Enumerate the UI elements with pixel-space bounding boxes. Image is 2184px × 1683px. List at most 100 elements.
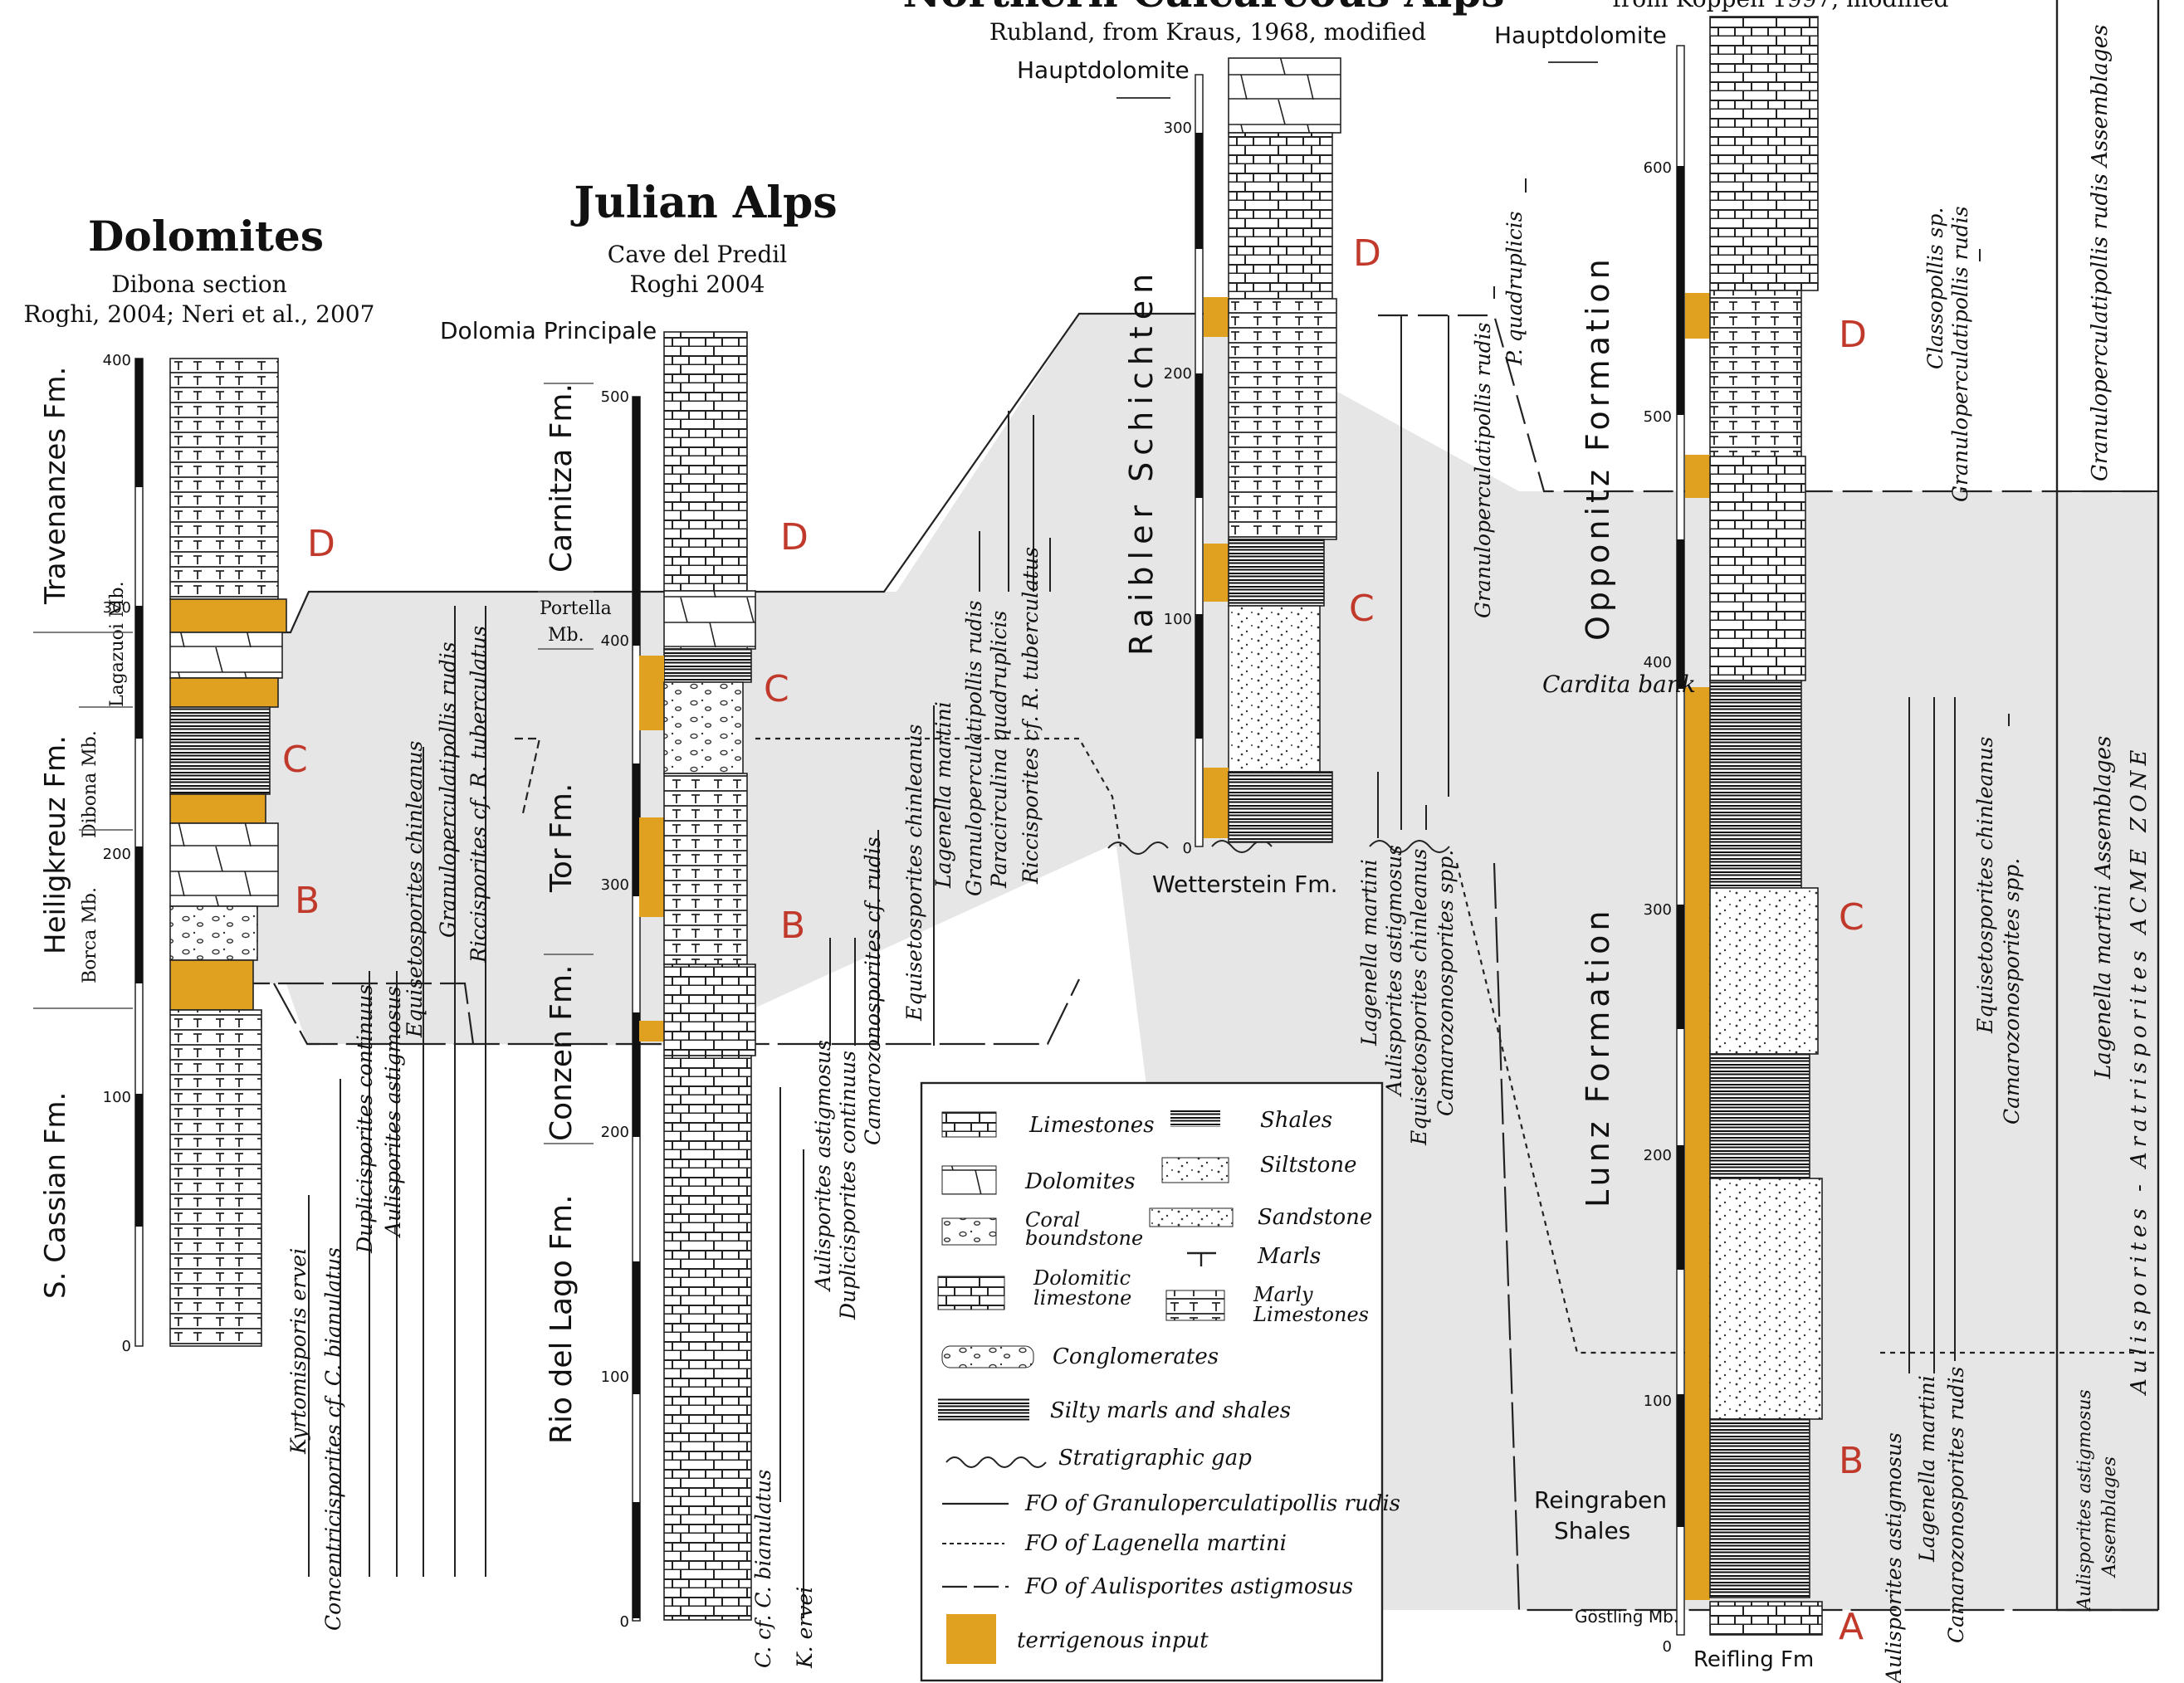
legend-marl-swatch <box>1187 1251 1216 1266</box>
dolomites-taxon-6: Granuloperculatipollis rudis <box>436 641 460 938</box>
lunz-opponitz-label: Opponitz Formation <box>1580 255 1616 641</box>
northern-taxon-low-1: Lagenella martini <box>1357 859 1381 1046</box>
dolomites-taxon-5: Equisetosporites chinleanus <box>403 741 427 1038</box>
zone-middle-label: Lagenella martini Assemblages <box>2091 736 2116 1080</box>
legend-gap-swatch <box>945 1456 1047 1468</box>
legend-coral-1: Coral <box>1025 1208 1080 1232</box>
northern-interval-c: C <box>1349 588 1375 630</box>
julian-taxon-8: Riccisporites cf. R. tuberculatus <box>1019 547 1043 885</box>
dolomites-taxon-4: Aulisporites astigmosus <box>381 986 405 1238</box>
section-dolomites: Dolomites Dibona section Roghi, 2004; Ne… <box>24 212 491 1631</box>
legend-siltstone-swatch <box>1161 1157 1229 1183</box>
legend-marls: Marls <box>1257 1244 1321 1269</box>
lunz-taxon-mid-1: Equisetosporites chinleanus <box>1973 737 1997 1034</box>
julian-scale-100: 100 <box>601 1368 629 1386</box>
dolomites-interval-d: D <box>307 523 335 565</box>
lunz-scale-300: 300 <box>1644 901 1672 919</box>
dolomites-interval-b: B <box>295 880 320 922</box>
dolomites-dibona-label: Dibona Mb. <box>80 730 100 838</box>
julian-carnitza-label: Carnitza Fm. <box>545 383 579 573</box>
dolomites-scale-200: 200 <box>103 846 131 863</box>
northern-wetterstein-label: Wetterstein Fm. <box>1152 871 1337 898</box>
lunz-taxon-top-1: Classopollis sp. <box>1923 207 1947 369</box>
dolomites-borca-label: Borca Mb. <box>80 887 100 983</box>
zone-lower-label-2: Assemblages <box>2099 1456 2120 1578</box>
legend-dolomitic-1: Dolomitic <box>1033 1266 1131 1290</box>
lunz-cardita-label: Cardita bank <box>1542 671 1696 698</box>
northern-scale-100: 100 <box>1164 611 1192 628</box>
northern-taxon-high-2: P. quadruplicis <box>1502 211 1527 366</box>
legend-fo-astigmosus: FO of Aulisporites astigmosus <box>1024 1574 1353 1599</box>
lunz-reingraben-label-1: Reingraben <box>1534 1486 1667 1514</box>
julian-taxon-6: Granuloperculatipollis rudis <box>962 600 986 896</box>
northern-taxon-low-4: Camarozonosporites spp. <box>1434 850 1458 1116</box>
julian-taxon-4: Equisetosporites chinleanus <box>902 724 926 1022</box>
northern-taxon-low-2: Aulisporites astigmosus <box>1382 845 1406 1097</box>
lunz-interval-b: B <box>1839 1440 1864 1482</box>
legend-sandstone-swatch <box>1149 1207 1234 1227</box>
julian-scale-300: 300 <box>601 876 629 894</box>
julian-tor-label: Tor Fm. <box>545 783 579 893</box>
legend-conglomerate-swatch <box>941 1345 1034 1368</box>
legend-dolomite-swatch <box>941 1165 997 1195</box>
dolomites-scale-0: 0 <box>122 1338 131 1355</box>
julian-scale-400: 400 <box>601 632 629 650</box>
legend-coral-2: boundstone <box>1025 1227 1143 1250</box>
legend-fo-rudis: FO of Granuloperculatipollis rudis <box>1024 1491 1400 1516</box>
legend-shale-swatch <box>1170 1110 1220 1127</box>
legend-dolomitic-swatch <box>937 1276 1005 1310</box>
northern-raibler-label: Raibler Schichten <box>1123 267 1160 656</box>
julian-taxon-bottom-2: K. ervei <box>793 1587 817 1669</box>
legend-shales: Shales <box>1260 1108 1332 1133</box>
section-julian-alps: Julian Alps Cave del Predil Roghi 2004 D… <box>440 178 1051 1669</box>
lunz-scale-200: 200 <box>1644 1147 1672 1164</box>
lunz-subtitle: from Köppen 1997, modified <box>1613 0 1949 12</box>
legend-conglomerates: Conglomerates <box>1053 1344 1219 1369</box>
lunz-taxon-top-2: Granuloperculatipollis rudis <box>1948 206 1972 502</box>
legend-silty-swatch <box>938 1398 1029 1422</box>
legend-fo-martini: FO of Lagenella martini <box>1024 1531 1287 1556</box>
dolomites-scale-400: 400 <box>103 352 131 369</box>
julian-taxon-bottom-1: C. cf. C. bianulatus <box>751 1469 775 1668</box>
lunz-interval-a: A <box>1839 1606 1864 1648</box>
julian-scale-0: 0 <box>620 1613 629 1631</box>
legend-limestones: Limestones <box>1028 1113 1155 1138</box>
julian-taxon-2: Duplicisporites continuus <box>836 1051 860 1320</box>
legend-marly-1: Marly <box>1253 1283 1313 1306</box>
lunz-top-unit: Hauptdolomite <box>1494 22 1667 49</box>
dolomites-title: Dolomites <box>88 212 324 261</box>
lunz-taxon-low-2: Lagenella martini <box>1915 1375 1939 1563</box>
zone-acme-label: Aulisporites - Aratrisporites ACME ZONE <box>2127 745 2152 1396</box>
julian-subtitle-1: Cave del Predil <box>608 241 787 268</box>
legend-coral-swatch <box>941 1217 997 1246</box>
dolomites-interval-c: C <box>282 739 308 781</box>
section-lunz: from Köppen 1997, modified Hauptdolomite… <box>1494 0 2024 1683</box>
lunz-taxon-low-1: Aulisporites astigmosus <box>1882 1432 1906 1683</box>
northern-scale-0: 0 <box>1183 840 1192 857</box>
northern-top-unit: Hauptdolomite <box>1017 56 1190 84</box>
zone-lower-label-1: Aulisporites astigmosus <box>2074 1389 2095 1612</box>
northern-taxon-high-1: Granuloperculatipollis rudis <box>1471 322 1495 618</box>
dolomites-travenanzes-label: Travenanzes Fm. <box>39 367 72 605</box>
dolomites-subtitle-2: Roghi, 2004; Neri et al., 2007 <box>24 300 375 328</box>
julian-subtitle-2: Roghi 2004 <box>629 271 765 298</box>
lunz-interval-c: C <box>1839 896 1864 939</box>
northern-title: Northern Calcareous Alps <box>902 0 1504 17</box>
julian-title: Julian Alps <box>570 178 837 228</box>
lunz-gostling-label: Göstling Mb. <box>1575 1607 1678 1627</box>
northern-scale-200: 200 <box>1164 365 1192 383</box>
julian-scale-500: 500 <box>601 388 629 406</box>
julian-conzen-label: Conzen Fm. <box>545 964 579 1141</box>
northern-interval-d: D <box>1353 232 1381 275</box>
dolomites-subtitle-1: Dibona section <box>111 271 287 298</box>
julian-interval-c: C <box>764 668 789 710</box>
legend-dolomites: Dolomites <box>1024 1169 1136 1194</box>
julian-riodellago-label: Rio del Lago Fm. <box>545 1194 579 1444</box>
lunz-interval-d: D <box>1839 314 1867 356</box>
dolomites-scale-100: 100 <box>103 1089 131 1106</box>
legend-silty: Silty marls and shales <box>1050 1398 1291 1423</box>
lunz-scale-600: 600 <box>1644 159 1672 177</box>
julian-portella-mb-label: Mb. <box>548 625 584 646</box>
legend-terrigenous: terrigenous input <box>1017 1628 1209 1653</box>
lunz-taxon-mid-2: Camarozonosporites spp. <box>2000 858 2024 1124</box>
